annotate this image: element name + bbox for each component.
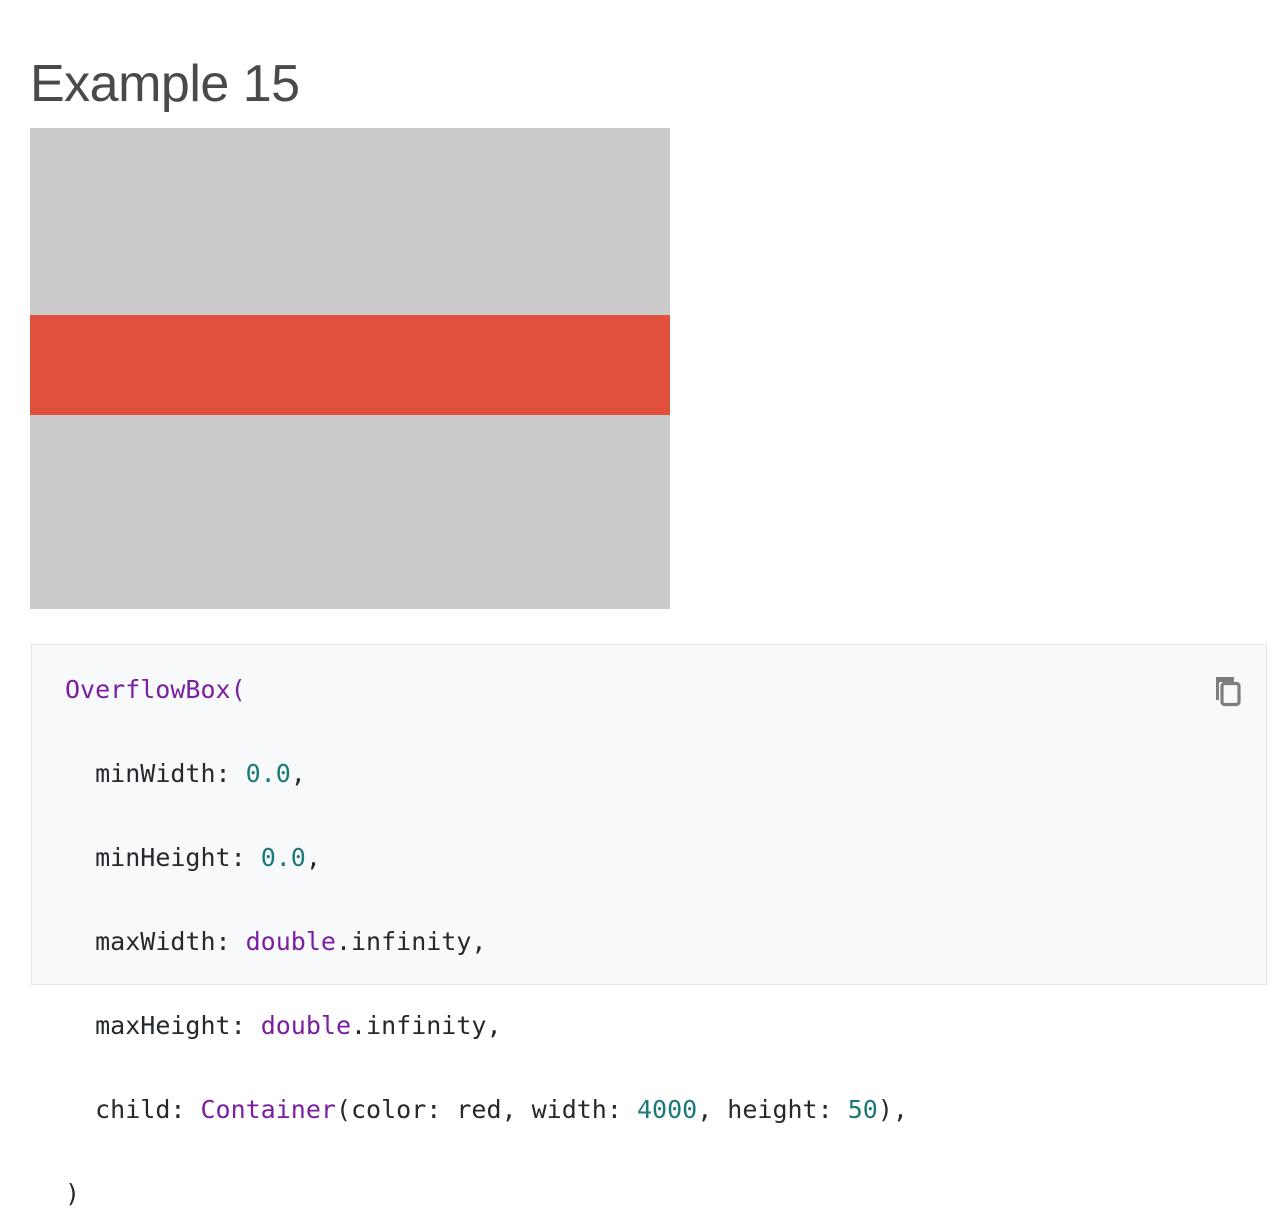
copy-code-button[interactable] bbox=[1205, 669, 1249, 713]
code-token: 4000 bbox=[636, 1095, 698, 1124]
code-line: maxHeight: double.infinity, bbox=[65, 1005, 908, 1047]
red-overflow-container bbox=[30, 315, 670, 415]
code-token: 0.0 bbox=[245, 759, 291, 788]
code-token: child: bbox=[95, 1095, 201, 1124]
code-line: child: Container(color: red, width: 4000… bbox=[65, 1089, 908, 1131]
code-line: ) bbox=[65, 1173, 908, 1215]
code-token: Container bbox=[200, 1095, 336, 1124]
code-token: ), bbox=[877, 1095, 908, 1124]
code-token: , bbox=[305, 843, 321, 872]
code-token: double bbox=[260, 1011, 351, 1040]
code-token: (color: red, width: bbox=[335, 1095, 637, 1124]
code-token: OverflowBox( bbox=[65, 675, 246, 704]
code-token: .infinity, bbox=[335, 927, 487, 956]
code-token: maxHeight: bbox=[95, 1011, 261, 1040]
code-token: double bbox=[245, 927, 336, 956]
code-token: minHeight: bbox=[95, 843, 261, 872]
page-title: Example 15 bbox=[30, 54, 300, 113]
code-token: , height: bbox=[697, 1095, 848, 1124]
copy-icon bbox=[1207, 671, 1247, 711]
code-token: minWidth: bbox=[95, 759, 246, 788]
code-token: ) bbox=[65, 1179, 81, 1208]
code-token: 50 bbox=[847, 1095, 878, 1124]
code-line: maxWidth: double.infinity, bbox=[65, 921, 908, 963]
code-token: maxWidth: bbox=[95, 927, 246, 956]
code-token: 0.0 bbox=[260, 843, 306, 872]
code-token: , bbox=[290, 759, 306, 788]
overflowbox-render-preview bbox=[30, 128, 670, 609]
code-token: .infinity, bbox=[351, 1011, 502, 1040]
code-line: OverflowBox( bbox=[65, 669, 908, 711]
code-line: minWidth: 0.0, bbox=[65, 753, 908, 795]
code-line: minHeight: 0.0, bbox=[65, 837, 908, 879]
code-sample-card: OverflowBox( minWidth: 0.0, minHeight: 0… bbox=[31, 644, 1267, 1208]
code-sample-text: OverflowBox( minWidth: 0.0, minHeight: 0… bbox=[65, 669, 908, 1215]
